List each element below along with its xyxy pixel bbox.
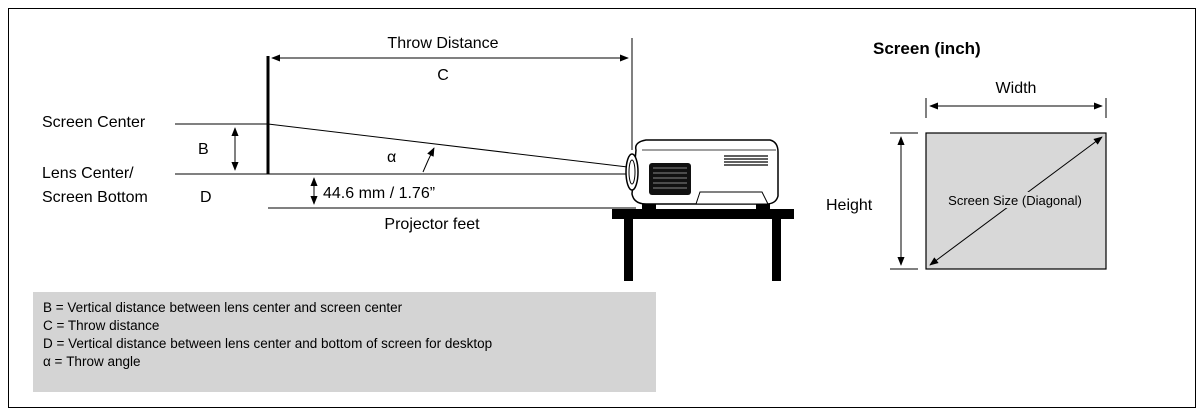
legend-item-b: B = Vertical distance between lens cente… xyxy=(43,300,403,315)
screen-size-label: Screen Size (Diagonal) xyxy=(948,193,1082,208)
throw-distance-label: Throw Distance xyxy=(387,35,498,52)
alpha-marker: α xyxy=(387,149,396,166)
screen-size-label-bg xyxy=(929,192,1102,208)
table-icon xyxy=(612,209,794,281)
screen-center-label: Screen Center xyxy=(42,114,146,131)
projector-icon xyxy=(625,139,779,209)
width-label: Width xyxy=(996,80,1037,97)
legend-item-alpha: α = Throw angle xyxy=(43,354,141,369)
lens-center-label: Lens Center/ xyxy=(42,165,134,182)
feet-offset-label: 44.6 mm / 1.76” xyxy=(323,185,435,202)
alpha-arc xyxy=(422,147,435,173)
legend-item-c: C = Throw distance xyxy=(43,318,160,333)
d-marker: D xyxy=(200,189,212,206)
screen-title: Screen (inch) xyxy=(873,39,981,58)
legend-item-d: D = Vertical distance between lens cente… xyxy=(43,336,493,351)
b-marker: B xyxy=(198,141,209,158)
legend-box: B = Vertical distance between lens cente… xyxy=(33,292,656,392)
height-label: Height xyxy=(826,197,873,214)
c-marker: C xyxy=(437,67,449,84)
projector-feet-label: Projector feet xyxy=(384,216,480,233)
projection-ray xyxy=(267,123,637,169)
screen-bottom-label: Screen Bottom xyxy=(42,189,148,206)
